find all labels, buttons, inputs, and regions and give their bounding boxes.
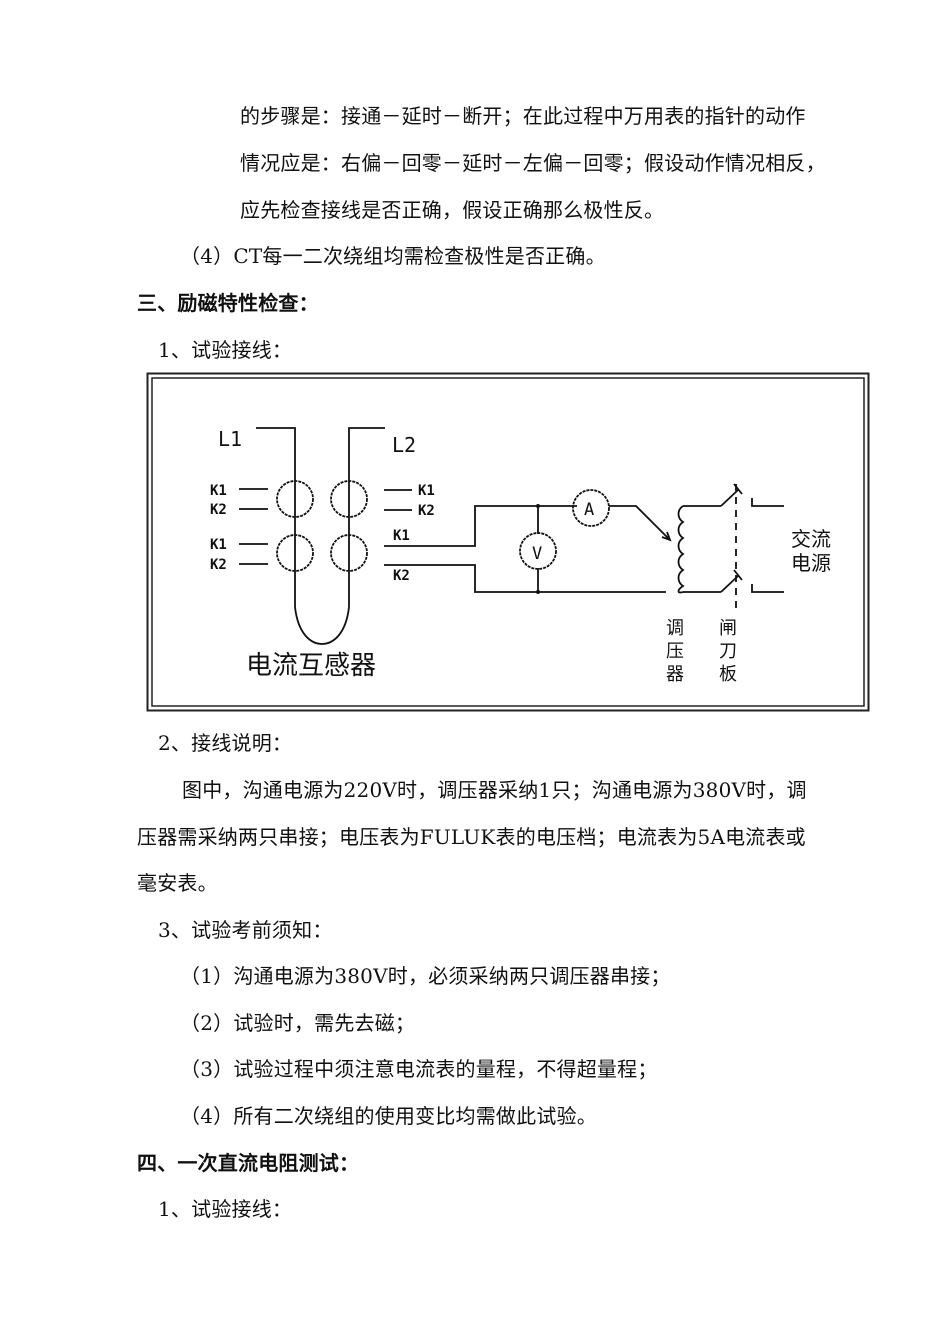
ac-source-label: 交流 — [791, 527, 831, 551]
paragraph-line: 压器需采纳两只串接；电压表为FULUK表的电压档；电流表为5A电流表或 — [137, 825, 806, 849]
list-item: （1）沟通电源为380V时，必须采纳两只调压器串接； — [180, 964, 671, 988]
list-item: （4）所有二次绕组的使用变比均需做此试验。 — [180, 1104, 597, 1128]
label-l2: L2 — [392, 433, 416, 457]
paragraph-line: 图中，沟通电源为220V时，调压器采纳1只；沟通电源为380V时，调 — [182, 778, 807, 802]
label-k2: K2 — [210, 502, 227, 518]
regulator-label: 压 — [666, 641, 684, 662]
knife-switch-label: 板 — [719, 664, 737, 685]
subheading: 2、接线说明： — [158, 731, 293, 755]
voltmeter-label: V — [532, 544, 542, 564]
wiring-diagram: L1 L2 K1 K2 K1 K2 K1 K2 K1 K2 A V 电流互感器 … — [146, 372, 870, 712]
label-k2: K2 — [393, 568, 410, 584]
section-heading-3: 三、励磁特性检查： — [137, 291, 319, 315]
label-k1: K1 — [210, 483, 227, 499]
label-k1: K1 — [210, 537, 227, 553]
knife-switch-label: 刀 — [719, 641, 737, 662]
label-k1: K1 — [393, 528, 410, 544]
ammeter-label: A — [584, 500, 594, 520]
regulator-label: 调 — [666, 618, 684, 639]
paragraph-line: 毫安表。 — [137, 871, 218, 895]
subheading: 3、试验考前须知： — [158, 918, 333, 942]
knife-switch-label: 闸 — [719, 618, 737, 639]
section-heading-4: 四、一次直流电阻测试： — [137, 1151, 360, 1175]
list-item: （3）试验过程中须注意电流表的量程，不得超量程； — [180, 1057, 658, 1081]
label-l1: L1 — [218, 427, 242, 451]
list-item: （4）CT每一二次绕组均需检查极性是否正确。 — [180, 244, 606, 268]
ac-source-label: 电源 — [791, 551, 831, 575]
subheading: 1、试验接线： — [158, 1197, 293, 1221]
paragraph-line: 的步骤是：接通－延时－断开；在此过程中万用表的指针的动作 — [240, 104, 806, 128]
paragraph-line: 应先检查接线是否正确，假设正确那么极性反。 — [240, 198, 665, 222]
label-k2: K2 — [418, 503, 435, 519]
paragraph-line: 情况应是：右偏－回零－延时－左偏－回零；假设动作情况相反， — [240, 151, 826, 175]
list-item: （2）试验时，需先去磁； — [180, 1011, 416, 1035]
label-k2: K2 — [210, 557, 227, 573]
label-k1: K1 — [418, 483, 435, 499]
subheading: 1、试验接线： — [158, 338, 293, 362]
regulator-label: 器 — [666, 664, 684, 685]
ct-caption: 电流互感器 — [246, 651, 376, 681]
